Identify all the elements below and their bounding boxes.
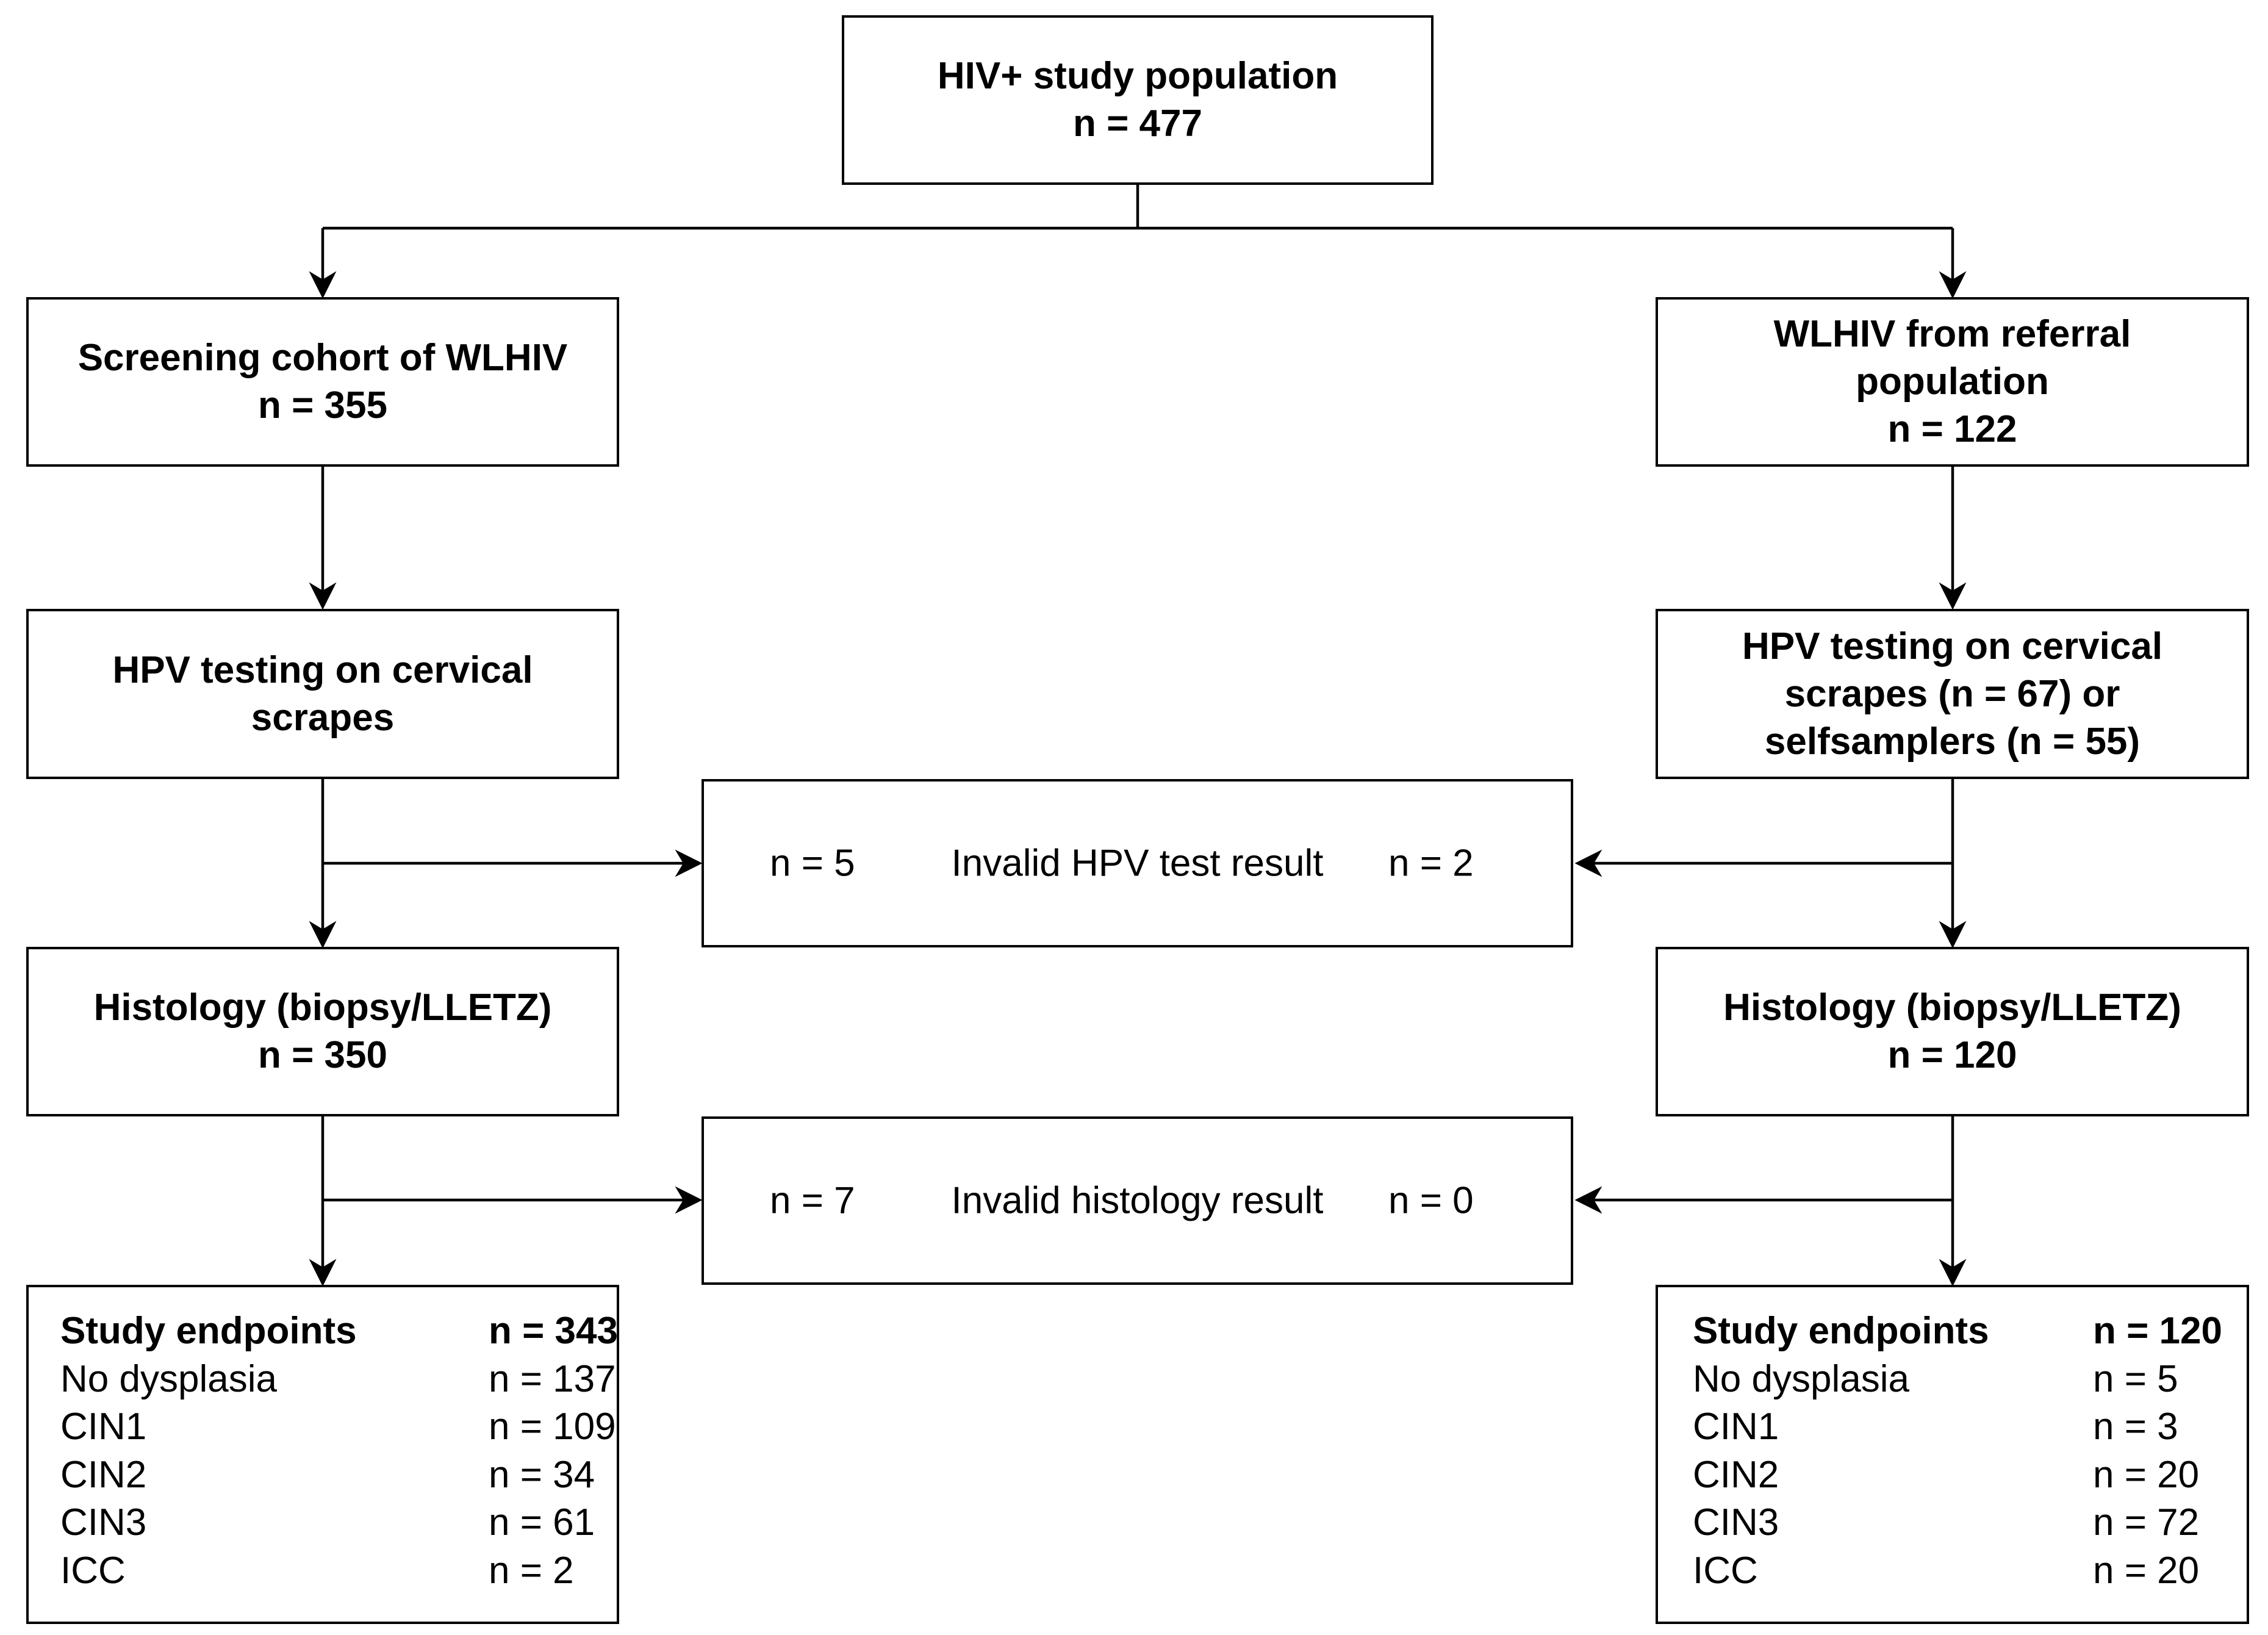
box-referral-population: WLHIV from referral population n = 122 — [1656, 297, 2249, 467]
right-endpoints-header-label: Study endpoints — [1693, 1310, 1989, 1352]
left-endpoints-header: Study endpoints n = 343 — [60, 1307, 618, 1356]
invalid-hpv-label: Invalid HPV test result — [951, 842, 1324, 885]
box-left-histology: Histology (biopsy/LLETZ) n = 350 — [26, 947, 619, 1116]
left-hpv-line-1: HPV testing on cervical — [112, 649, 533, 691]
box-left-study-endpoints: Study endpoints n = 343 No dysplasia n =… — [26, 1285, 619, 1624]
left-endpoint-value: n = 137 — [489, 1357, 616, 1400]
left-endpoint-value: n = 61 — [489, 1501, 595, 1543]
right-histology-title: Histology (biopsy/LLETZ) — [1723, 986, 2181, 1029]
right-endpoint-row: CIN3 n = 72 — [1693, 1499, 2247, 1547]
box-invalid-hpv-result: n = 5 Invalid HPV test result n = 2 — [702, 779, 1573, 947]
right-endpoint-label: CIN1 — [1693, 1406, 1779, 1448]
right-endpoint-row: No dysplasia n = 5 — [1693, 1356, 2247, 1404]
right-endpoint-label: CIN2 — [1693, 1453, 1779, 1496]
left-endpoint-value: n = 109 — [489, 1406, 616, 1448]
left-endpoint-label: No dysplasia — [60, 1357, 277, 1400]
left-histology-title: Histology (biopsy/LLETZ) — [93, 986, 552, 1029]
screening-cohort-title: Screening cohort of WLHIV — [77, 337, 568, 379]
box-screening-cohort: Screening cohort of WLHIV n = 355 — [26, 297, 619, 467]
right-endpoint-label: No dysplasia — [1693, 1357, 1909, 1400]
left-endpoint-row: No dysplasia n = 137 — [60, 1356, 617, 1404]
right-hpv-line-3: selfsamplers (n = 55) — [1764, 720, 2141, 763]
left-endpoint-value: n = 2 — [489, 1549, 574, 1592]
invalid-hpv-left-n: n = 5 — [770, 842, 855, 885]
right-endpoint-value: n = 20 — [2093, 1549, 2200, 1592]
right-endpoint-row: CIN2 n = 20 — [1693, 1451, 2247, 1500]
invalid-histology-label: Invalid histology result — [951, 1179, 1324, 1222]
study-population-title: HIV+ study population — [937, 55, 1338, 97]
left-endpoint-row: CIN1 n = 109 — [60, 1403, 617, 1451]
right-endpoint-value: n = 5 — [2093, 1357, 2178, 1400]
referral-population-line-1: WLHIV from referral — [1773, 313, 2131, 355]
invalid-histology-right-n: n = 0 — [1388, 1179, 1474, 1222]
box-left-hpv-testing: HPV testing on cervical scrapes — [26, 609, 619, 779]
invalid-histology-left-n: n = 7 — [770, 1179, 855, 1222]
referral-population-line-2: population — [1856, 361, 2049, 403]
referral-population-n: n = 122 — [1887, 408, 2017, 450]
right-endpoints-header-value: n = 120 — [2093, 1310, 2222, 1352]
study-population-n: n = 477 — [1073, 102, 1202, 145]
box-study-population: HIV+ study population n = 477 — [842, 15, 1434, 185]
right-endpoints-header: Study endpoints n = 120 — [1693, 1307, 2247, 1356]
invalid-hpv-right-n: n = 2 — [1388, 842, 1474, 885]
left-endpoint-value: n = 34 — [489, 1453, 595, 1496]
left-endpoint-row: ICC n = 2 — [60, 1547, 617, 1595]
left-endpoint-row: CIN3 n = 61 — [60, 1499, 617, 1547]
box-right-histology: Histology (biopsy/LLETZ) n = 120 — [1656, 947, 2249, 1116]
right-endpoint-row: ICC n = 20 — [1693, 1547, 2247, 1595]
left-endpoint-label: CIN1 — [60, 1406, 147, 1448]
box-right-study-endpoints: Study endpoints n = 120 No dysplasia n =… — [1656, 1285, 2249, 1624]
screening-cohort-n: n = 355 — [258, 384, 387, 426]
box-right-hpv-testing: HPV testing on cervical scrapes (n = 67)… — [1656, 609, 2249, 779]
left-endpoint-row: CIN2 n = 34 — [60, 1451, 617, 1500]
right-endpoint-row: CIN1 n = 3 — [1693, 1403, 2247, 1451]
right-histology-n: n = 120 — [1887, 1034, 2017, 1076]
right-endpoint-value: n = 72 — [2093, 1501, 2200, 1543]
right-endpoint-value: n = 20 — [2093, 1453, 2200, 1496]
left-endpoint-label: CIN2 — [60, 1453, 147, 1496]
right-endpoint-label: ICC — [1693, 1549, 1758, 1592]
right-endpoint-value: n = 3 — [2093, 1406, 2178, 1448]
right-endpoint-label: CIN3 — [1693, 1501, 1779, 1543]
box-invalid-histology-result: n = 7 Invalid histology result n = 0 — [702, 1116, 1573, 1285]
left-endpoints-header-label: Study endpoints — [60, 1310, 357, 1352]
right-hpv-line-2: scrapes (n = 67) or — [1784, 672, 2120, 715]
left-endpoints-header-value: n = 343 — [489, 1310, 618, 1352]
right-hpv-line-1: HPV testing on cervical — [1742, 625, 2163, 667]
left-endpoint-label: ICC — [60, 1549, 126, 1592]
left-endpoint-label: CIN3 — [60, 1501, 147, 1543]
left-histology-n: n = 350 — [258, 1034, 387, 1076]
left-hpv-line-2: scrapes — [251, 696, 395, 739]
